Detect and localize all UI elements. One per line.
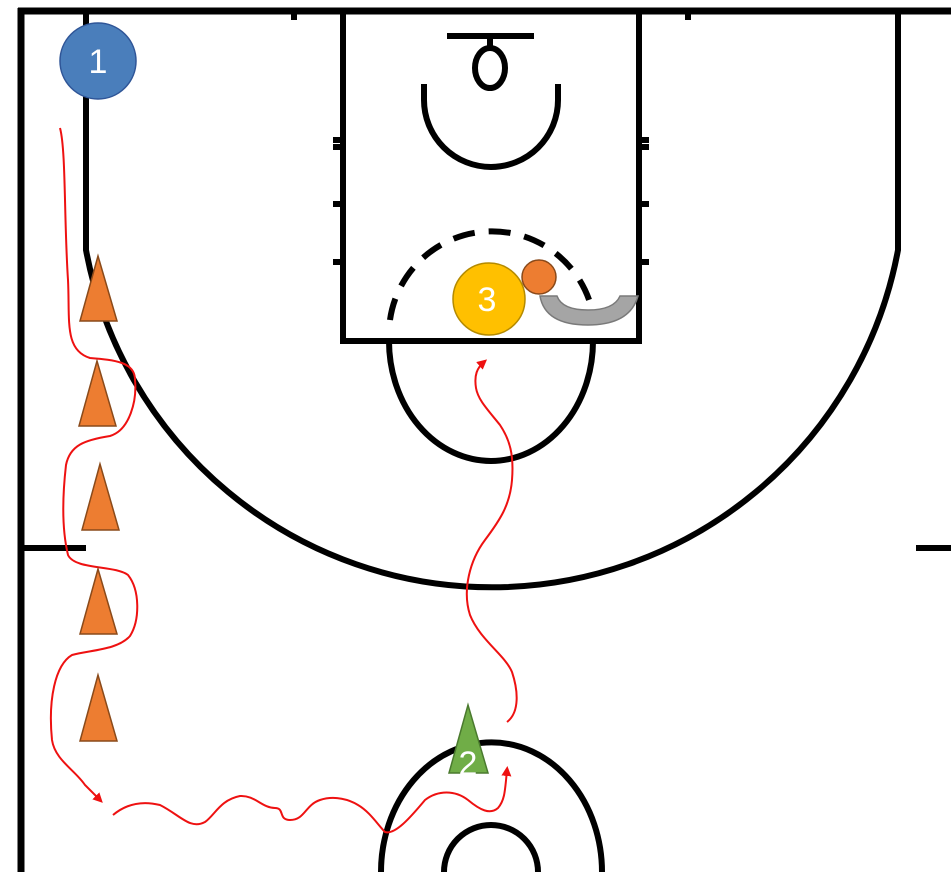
rebounder-icon (539, 295, 639, 326)
cone-icon (79, 672, 118, 742)
cone-row (78, 253, 120, 742)
rim (472, 45, 508, 91)
restricted-area-arc (421, 84, 561, 170)
drill-paths (49, 127, 518, 834)
cone-icon (78, 358, 118, 427)
free-throw-circle-top-dashed (387, 228, 597, 321)
center-circle-inner (441, 822, 541, 872)
player-3-marker: 3 (452, 262, 526, 336)
baseline-dribble-path (112, 766, 512, 834)
player-2-cut-path (465, 359, 518, 723)
court-lines (17, 7, 951, 872)
player-1-circle (59, 22, 137, 100)
player-2-marker: 2 (448, 702, 490, 783)
free-throw-circle-bottom (386, 340, 596, 464)
player-2-label: 2 (459, 745, 478, 783)
cone-icon (81, 461, 120, 531)
center-circle-outer (378, 739, 605, 872)
three-point-line (83, 11, 901, 591)
player-1-marker: 1 (59, 22, 137, 100)
player-1-label: 1 (89, 43, 108, 81)
green-cone-icon (448, 702, 490, 774)
basketball-icon (521, 259, 557, 295)
player-3-label: 3 (478, 281, 497, 319)
free-throw-lane (340, 8, 642, 344)
cone-icon (79, 253, 119, 322)
player-3-circle (452, 262, 526, 336)
cone-icon (79, 566, 119, 635)
cone-weave-path (49, 127, 139, 803)
